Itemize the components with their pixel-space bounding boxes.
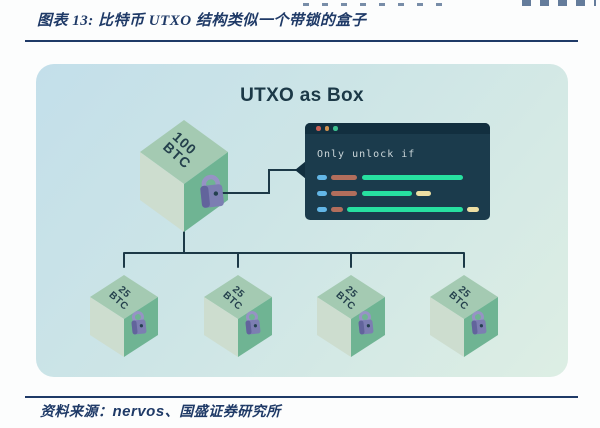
window-notch: [295, 161, 306, 179]
code-pill-yellow: [416, 191, 431, 196]
top-divider: [25, 40, 578, 42]
source-prefix: 资料来源：: [40, 405, 113, 420]
diagram-canvas: 100 BTC 25: [90, 120, 498, 357]
code-pill-blue: [317, 175, 327, 180]
code-pill-blue: [317, 207, 327, 212]
padlock-icon: [245, 311, 261, 335]
cube-left-face: [140, 152, 184, 232]
padlock-icon: [131, 311, 147, 335]
unlock-script-window: Only unlock if: [305, 123, 490, 220]
code-pill-brown: [331, 207, 343, 212]
utxo-output-box-4: 25 BTC: [430, 275, 498, 357]
source-brand: nervos: [112, 403, 165, 420]
bottom-divider: [25, 396, 578, 398]
padlock-icon: [471, 311, 487, 335]
source-suffix: 、国盛证券研究所: [164, 405, 281, 420]
code-pill-green: [362, 175, 463, 180]
window-dot-red: [316, 126, 321, 131]
diagram-title: UTXO as Box: [240, 85, 364, 106]
lock-script-connector: [217, 161, 306, 194]
source-line: 资料来源：nervos、国盛证券研究所: [40, 401, 281, 421]
padlock-icon: [200, 174, 224, 208]
window-titlebar: [305, 123, 490, 134]
code-pill-yellow: [467, 207, 479, 212]
window-dot-green: [333, 126, 338, 131]
code-pill-brown: [331, 191, 357, 196]
clipped-header-text-left: [303, 3, 453, 6]
utxo-output-box-1: 25 BTC: [90, 275, 158, 357]
utxo-output-box-3: 25 BTC: [317, 275, 385, 357]
code-pill-brown: [331, 175, 357, 180]
split-connector-lines: [123, 227, 465, 268]
clipped-header-text-right: [522, 0, 596, 6]
code-pill-green: [362, 191, 412, 196]
unlock-condition-text: Only unlock if: [317, 149, 416, 160]
code-pill-blue: [317, 191, 327, 196]
diagram-card: UTXO as Box 100 BTC: [36, 64, 568, 377]
utxo-output-box-2: 25 BTC: [204, 275, 272, 357]
padlock-icon: [358, 311, 374, 335]
window-dot-yellow: [324, 126, 329, 131]
code-pill-green: [347, 207, 463, 212]
figure-title: 图表 13: 比特币 UTXO 结构类似一个带锁的盒子: [37, 13, 367, 29]
